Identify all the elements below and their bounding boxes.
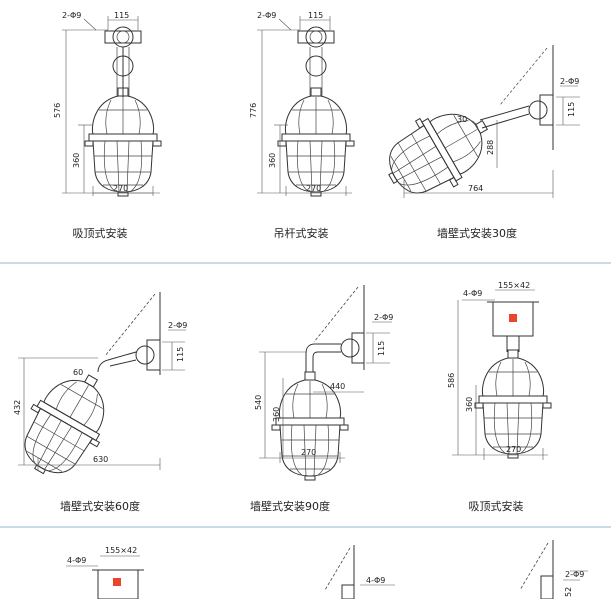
drawing-wall-mount-30 [371,45,580,213]
drawing-bottom-right-partial [519,540,588,599]
p5-hole-label: 2-Φ9 [374,313,393,322]
p1-body-height: 360 [72,153,81,168]
drawing-ceiling-mount [62,16,162,197]
p2-total-height: 776 [249,103,258,118]
p5-arm-length: 440 [330,382,345,391]
caption-rod-mount: 吊杆式安装 [273,227,329,240]
p3-drop-height: 288 [486,140,495,155]
p6-base-width: 270 [506,445,521,454]
row-divider-2 [0,526,611,528]
row-divider-1 [0,262,611,264]
p3-side-width: 115 [567,102,576,117]
p6-body-height: 360 [465,397,474,412]
p8-hole-label: 4-Φ9 [366,576,385,585]
drawing-ceiling-box-mount [452,289,552,460]
p1-total-height: 576 [53,103,62,118]
p2-hole-label: 2-Φ9 [257,11,276,20]
p6-hole-label: 4-Φ9 [463,289,482,298]
drawing-bottom-mid-partial [324,545,395,599]
p5-side-width: 115 [377,341,386,356]
p2-base-width: 270 [306,184,321,193]
p7-hole-label: 4-Φ9 [67,556,86,565]
caption-wall-mount-60: 墙壁式安装60度 [60,500,140,513]
drawing-wall-mount-60 [5,292,186,491]
drawing-wall-mount-90 [259,285,392,481]
drawing-bottom-left-partial [66,555,144,599]
p1-base-width: 270 [113,184,128,193]
p9-side-width: 52 [564,587,573,597]
p7-box-size: 155×42 [105,546,137,555]
p4-base-width: 630 [93,455,108,464]
p5-body-height: 360 [272,407,281,422]
p2-top-width: 115 [308,11,323,20]
caption-wall-mount-30: 墙壁式安装30度 [437,227,517,240]
p6-box-size: 155×42 [498,281,530,290]
caption-ceiling-mount: 吸顶式安装 [72,227,128,240]
p6-total-height: 586 [447,373,456,388]
p1-hole-label: 2-Φ9 [62,11,81,20]
caption-wall-mount-90: 墙壁式安装90度 [250,500,330,513]
p4-angle: 60 [73,368,83,377]
p2-body-height: 360 [268,153,277,168]
p1-top-width: 115 [114,11,129,20]
p3-angle: 30 [457,115,467,124]
caption-ceiling-box-mount: 吸顶式安装 [468,500,524,513]
p4-hole-label: 2-Φ9 [168,321,187,330]
p5-base-width: 270 [301,448,316,457]
p9-hole-label: 2-Φ9 [565,570,584,579]
drawing-rod-mount [257,16,355,197]
p3-hole-label: 2-Φ9 [560,77,579,86]
p4-side-width: 115 [176,347,185,362]
p3-base-width: 764 [468,184,483,193]
p5-total-height: 540 [254,395,263,410]
p4-total-height: 432 [13,400,22,415]
